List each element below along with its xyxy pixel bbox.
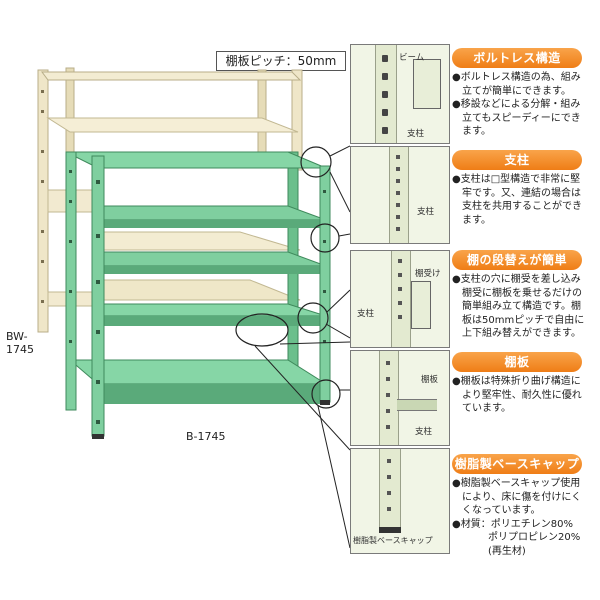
- shelf-board-image: [397, 399, 437, 411]
- label-post: 支柱: [417, 207, 435, 217]
- beam-image: [413, 59, 441, 109]
- post-image: [389, 147, 409, 243]
- ivory-rack: [37, 67, 303, 333]
- callout-lines: [254, 145, 350, 549]
- section-desc-shelf-board: ●棚板は特殊折り曲げ構造により堅牢性、耐久性に優れています。: [452, 376, 582, 414]
- model-label-back: BW- 1745: [6, 330, 34, 356]
- label-bracket: 棚受け: [415, 269, 441, 279]
- post-image: [391, 251, 411, 347]
- post-image: [379, 351, 399, 445]
- label-base-cap: 樹脂製ベースキャップ: [353, 536, 433, 545]
- label-beam: ビーム: [399, 53, 425, 63]
- section-desc-boltless: ●ボルトレス構造の為、組み立てが簡単にできます。 ●移設などによる分解・組み立て…: [452, 72, 581, 137]
- section-title-shelf-board: 棚板: [452, 352, 582, 372]
- detail-panel-post: 支柱: [350, 146, 450, 244]
- section-title-base-cap: 樹脂製ベースキャップ: [452, 454, 582, 474]
- detail-panel-boltless: ビーム 支柱: [350, 44, 450, 144]
- section-title-shelf-adjust: 棚の段替えが簡単: [452, 250, 582, 270]
- shelf-pitch-label: 棚板ピッチ：50mm: [216, 51, 346, 71]
- label-post: 支柱: [357, 309, 375, 319]
- section-desc-base-cap: ●樹脂製ベースキャップ使用により、床に傷を付けにくくなっています。 ●材質：ポリ…: [452, 478, 582, 557]
- section-desc-post: ●支柱は□型構造で非常に堅牢です。又、連結の場合は支柱を共用することができます。: [452, 174, 582, 226]
- model-label-front: B-1745: [186, 430, 226, 443]
- detail-panel-shelf-board: 棚板 支柱: [350, 350, 450, 446]
- callout-circles: [235, 146, 341, 409]
- green-rack: [65, 151, 331, 439]
- detail-panel-base-cap: 樹脂製ベースキャップ: [350, 448, 450, 554]
- base-cap-image: [379, 527, 401, 533]
- label-post: 支柱: [407, 129, 425, 139]
- shelf-bracket-image: [411, 281, 431, 329]
- label-shelf: 棚板: [421, 375, 439, 385]
- section-title-boltless: ボルトレス構造: [452, 48, 582, 68]
- shelving-illustration: [37, 67, 350, 549]
- detail-panel-shelf-adjust: 棚受け 支柱: [350, 250, 450, 348]
- section-desc-shelf-adjust: ●支柱の穴に棚受を差し込み棚受に棚板を乗せるだけの簡単組み立て構造です。棚板は5…: [452, 274, 585, 339]
- section-title-post: 支柱: [452, 150, 582, 170]
- post-image: [379, 449, 401, 529]
- label-post: 支柱: [415, 427, 433, 437]
